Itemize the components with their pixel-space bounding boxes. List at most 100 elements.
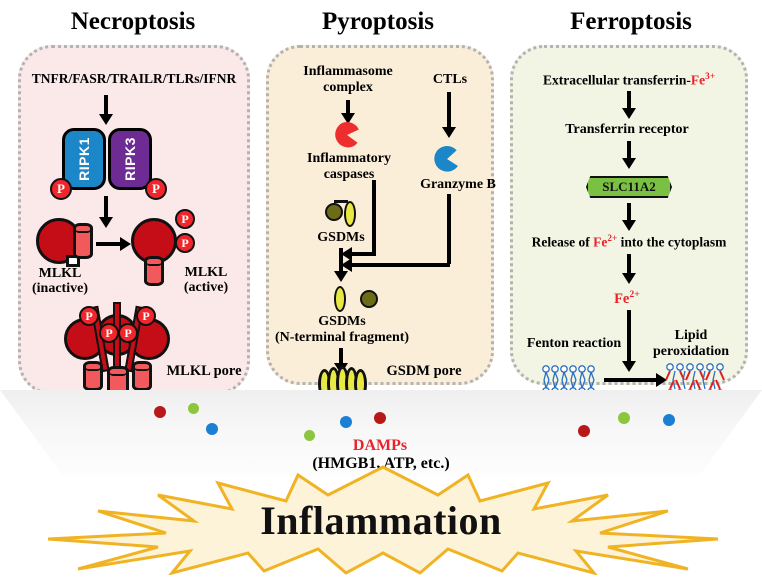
- damp-dot-green-left: [188, 403, 199, 414]
- fe2-ion: Fe: [614, 290, 630, 307]
- fe3-ion: Fe: [690, 72, 706, 88]
- panel-title-necroptosis: Necroptosis: [70, 8, 196, 35]
- damp-dot-green-right: [618, 412, 630, 424]
- damp-dot-blue-right: [663, 414, 675, 426]
- arrow-fe2-to-reaction: [627, 310, 631, 364]
- arrow-receptors-to-ripk: [104, 95, 108, 117]
- damp-dot-red-left: [154, 406, 166, 418]
- release-suffix: into the cytoplasm: [617, 234, 727, 250]
- slc11a2-transporter: SLC11A2: [586, 176, 672, 198]
- panel-title-pyroptosis: Pyroptosis: [321, 8, 435, 35]
- transferrin-receptor-label: Transferrin receptor: [565, 122, 689, 137]
- phospho-badge-pore-1: P: [79, 306, 99, 326]
- lipid-peroxidation-label-line2: peroxidation: [653, 344, 729, 359]
- gsdm-c-domain-icon: [325, 203, 343, 221]
- arrowhead-release-to-fe2: [622, 273, 636, 284]
- arrow-receptor-to-transporter: [627, 141, 631, 161]
- gsdms-label: GSDMs: [317, 230, 365, 245]
- ripk3-box: RIPK3: [108, 128, 152, 190]
- arrowhead-fe2-to-reaction: [622, 361, 636, 372]
- gsdm-n-fragment-icon: [334, 286, 346, 312]
- phospho-badge-mlkl-2: P: [175, 233, 195, 253]
- extracellular-space-band: [0, 390, 762, 475]
- arrowhead-ctls-to-granzyme: [442, 127, 456, 138]
- mlkl-inactive-cylinder: [73, 223, 93, 259]
- mlkl-active-state: (active): [183, 280, 229, 295]
- mlkl-pore-cylinder-3: [132, 361, 152, 391]
- arrow-inflammasome-to-caspase: [346, 100, 350, 116]
- arrowhead-receptor-to-transporter: [622, 158, 636, 169]
- damp-dot-red-right: [578, 425, 590, 437]
- arrowhead-mlkl-activation: [120, 237, 131, 251]
- arrow-fragment-to-pore: [339, 348, 343, 366]
- mlkl-active-cylinder: [144, 256, 164, 286]
- phospho-badge-mlkl-1: P: [175, 209, 195, 229]
- arrowhead-transferrin-to-receptor: [622, 108, 636, 119]
- damp-dot-green-center: [304, 430, 315, 441]
- arrowhead-transporter-to-release: [622, 220, 636, 231]
- necroptosis-receptors-label: TNFR/FASR/TRAILR/TLRs/IFNR: [31, 71, 237, 86]
- phospho-badge-ripk3: P: [145, 178, 167, 200]
- panel-pyroptosis: [266, 45, 494, 385]
- fe3-charge: 3+: [705, 71, 715, 81]
- mlkl-active-label: MLKL: [184, 265, 228, 280]
- ripk1-label: RIPK1: [76, 137, 93, 181]
- inflammatory-caspase-icon: [335, 122, 360, 148]
- phospho-badge-pore-4: P: [118, 323, 138, 343]
- arrow-transporter-to-release: [627, 203, 631, 223]
- arrowhead-caspase-to-gsdm: [341, 247, 352, 261]
- gsdm-pore-label: GSDM pore: [386, 363, 462, 379]
- gsdm-c-fragment-icon: [360, 290, 378, 308]
- arrow-caspase-to-gsdm: [348, 252, 376, 256]
- mlkl-inactive-state: (inactive): [32, 281, 88, 296]
- panel-title-ferroptosis: Ferroptosis: [570, 8, 692, 35]
- fe2-charge: 2+: [629, 289, 640, 300]
- arrow-granzyme-down: [447, 194, 451, 264]
- arrowhead-ripk-to-mlkl: [99, 217, 113, 228]
- damp-dot-blue-left: [206, 423, 218, 435]
- mlkl-pore-label: MLKL pore: [166, 363, 242, 379]
- arrow-caspase-down: [372, 180, 376, 253]
- fe2-pool-label: Fe2+: [592, 289, 662, 307]
- fenton-reaction-label: Fenton reaction: [526, 336, 622, 351]
- fe2-ion-release: Fe: [593, 234, 608, 250]
- inflammasome-label-line1: Inflammasome: [303, 64, 393, 79]
- caspases-label-line1: Inflammatory: [307, 151, 391, 166]
- transferrin-text: Extracellular transferrin-: [543, 72, 691, 88]
- arrow-ctls-to-granzyme: [447, 92, 451, 130]
- damps-subtitle: (HMGB1, ATP, etc.): [312, 455, 450, 472]
- phospho-badge-pore-3: P: [99, 323, 119, 343]
- ripk1-box: RIPK1: [62, 128, 106, 190]
- mlkl-pore-cylinder-1: [83, 361, 103, 391]
- extracellular-transferrin-label: Extracellular transferrin-Fe3+: [512, 71, 746, 88]
- damp-dot-blue-center: [340, 416, 352, 428]
- gsdm-linker: [334, 200, 348, 203]
- fe2-release-label: Release of Fe2+ into the cytoplasm: [512, 233, 746, 250]
- arrowhead-gsdm-cleavage: [334, 271, 348, 282]
- gsdm-fragment-label-line2: (N-terminal fragment): [274, 330, 410, 345]
- arrowhead-inflammasome-to-caspase: [341, 113, 355, 124]
- phospho-badge-pore-2: P: [136, 306, 156, 326]
- granzyme-b-icon: [434, 146, 458, 172]
- ctls-label: CTLs: [432, 72, 468, 87]
- arrow-transferrin-to-receptor: [627, 91, 631, 111]
- arrowhead-receptors-to-ripk: [99, 114, 113, 125]
- arrow-mlkl-activation: [96, 242, 122, 246]
- mlkl-inactive-label: MLKL: [38, 266, 82, 281]
- arrow-granzyme-to-gsdm: [348, 263, 450, 267]
- arrow-release-to-fe2: [627, 254, 631, 276]
- gsdm-n-domain-icon: [344, 201, 356, 227]
- caspases-label-line2: caspases: [323, 167, 375, 182]
- fe2-charge-release: 2+: [607, 233, 618, 243]
- release-prefix: Release of: [531, 234, 594, 250]
- ripk3-label: RIPK3: [122, 137, 139, 181]
- arrowhead-fenton-to-peroxidation: [656, 373, 667, 387]
- gsdm-fragment-label-line1: GSDMs: [318, 314, 366, 329]
- damps-title: DAMPs: [352, 437, 408, 454]
- damp-dot-red-center: [374, 412, 386, 424]
- inflammation-starburst: [48, 465, 718, 575]
- granzyme-b-label: Granzyme B: [420, 177, 496, 192]
- lipid-peroxidation-label-line1: Lipid: [674, 328, 708, 343]
- inflammation-label: Inflammation: [260, 497, 502, 543]
